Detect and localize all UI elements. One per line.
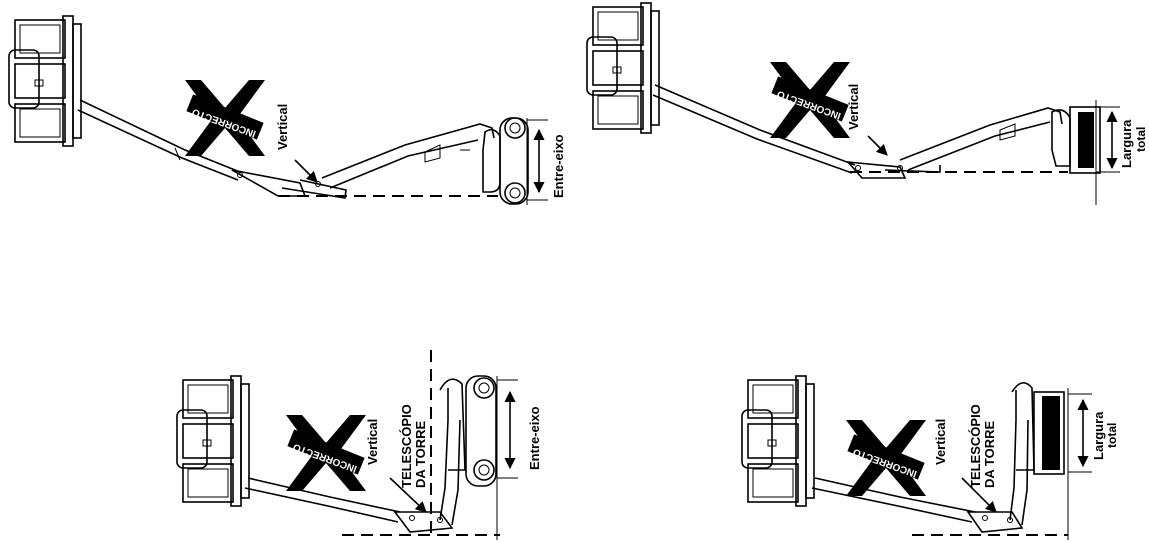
entre-eixo-label: Entre-eixo	[527, 406, 542, 470]
vertical-arrow	[389, 477, 427, 513]
telescopio-label: TELESCÓPIO	[399, 404, 414, 488]
panel-entre-eixo-top: Entre-eixo INCORRECTO Vertical	[8, 15, 566, 205]
entre-eixo-label: Entre-eixo	[551, 134, 566, 198]
wheel	[473, 459, 495, 481]
panel-entre-eixo-bottom: Entre-eixo INCORRECTO Vertical TELESCÓPI…	[176, 350, 542, 540]
chassis	[1033, 391, 1065, 475]
incorrect-x-icon: INCORRECTO	[846, 420, 926, 496]
main-boom	[654, 84, 856, 166]
tire	[1078, 112, 1094, 168]
main-boom	[247, 477, 401, 513]
wheel	[504, 182, 526, 204]
riser-boom	[899, 107, 1063, 161]
wheel	[504, 117, 526, 139]
incorrect-x-icon: INCORRECTO	[770, 62, 850, 138]
telescopio-label: TELESCÓPIO	[968, 404, 983, 488]
platform-basket	[586, 2, 660, 134]
wheel	[473, 377, 495, 399]
total-label: total	[1134, 127, 1148, 152]
vertical-label: Vertical	[933, 419, 948, 465]
platform-basket	[8, 15, 82, 147]
chassis	[1069, 106, 1101, 174]
vertical-label: Vertical	[365, 419, 380, 465]
vertical-label: Vertical	[846, 84, 861, 130]
panel-largura-bottom: Largura total INCORRECTO Vertical TELESC…	[741, 375, 1119, 540]
turret	[1011, 382, 1035, 471]
incorrect-x-icon: INCORRECTO	[185, 80, 265, 156]
chassis	[465, 375, 497, 487]
largura-label: Largura	[1091, 411, 1106, 460]
vertical-arrow	[294, 159, 318, 183]
vertical-arrow	[961, 477, 997, 513]
main-boom	[79, 99, 241, 173]
panel-largura-top: Largura total INCORRECTO Vertical	[586, 2, 1148, 205]
largura-label: Largura	[1119, 119, 1134, 168]
tower-telescope	[1009, 390, 1017, 521]
turret	[439, 378, 466, 471]
main-boom	[814, 477, 976, 513]
total-label: total	[1105, 423, 1119, 448]
da-torre-label: DA TORRE	[413, 421, 428, 489]
riser-boom	[321, 123, 495, 179]
da-torre-label: DA TORRE	[982, 421, 997, 489]
platform-basket	[176, 375, 250, 507]
turret	[482, 128, 501, 193]
incorrect-x-icon: INCORRECTO	[286, 415, 366, 491]
tower-telescope	[439, 388, 449, 521]
platform-basket	[741, 375, 815, 507]
vertical-label: Vertical	[275, 104, 290, 150]
vertical-arrow	[867, 135, 888, 156]
turret	[1051, 109, 1071, 167]
tire	[1042, 396, 1060, 470]
